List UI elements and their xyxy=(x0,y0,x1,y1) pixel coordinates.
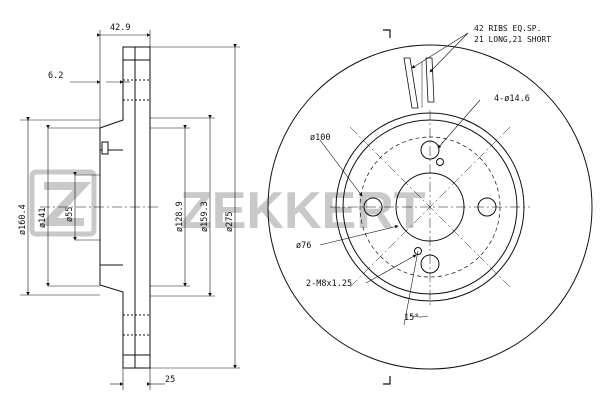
note-center-bore: ø76 xyxy=(296,241,311,251)
side-view xyxy=(20,30,240,390)
dim-d128-9: ø128.9 xyxy=(175,201,185,232)
front-view xyxy=(267,29,593,385)
note-pcd: ø100 xyxy=(310,133,330,143)
dim-d55: ø55 xyxy=(65,207,75,222)
dim-25: 25 xyxy=(165,375,175,385)
dim-d159-3: ø159.3 xyxy=(200,201,210,232)
watermark-text: ZEKKERT xyxy=(180,182,426,240)
note-ribs-2: 21 LONG,21 SHORT xyxy=(474,35,551,44)
note-angle: 15° xyxy=(404,313,419,323)
note-threads: 2-M8x1.25 xyxy=(306,279,352,289)
dim-d141: ø141 xyxy=(38,208,48,228)
note-ribs-1: 42 RIBS EQ.SP. xyxy=(474,24,541,33)
thread-hole-1 xyxy=(436,158,444,166)
bolt-hole-left xyxy=(363,197,383,217)
dim-6-2: 6.2 xyxy=(48,71,63,81)
watermark-logo: ZEKKERT xyxy=(29,169,426,240)
disc-profile xyxy=(99,46,151,369)
dim-42-9: 42.9 xyxy=(110,23,130,33)
outer-disc-circle xyxy=(267,44,593,370)
dim-d275: ø275 xyxy=(225,212,235,232)
note-bolt-holes: 4-ø14.6 xyxy=(494,94,530,104)
thread-hole-2 xyxy=(414,247,422,255)
dim-d160-4: ø160.4 xyxy=(18,204,28,235)
